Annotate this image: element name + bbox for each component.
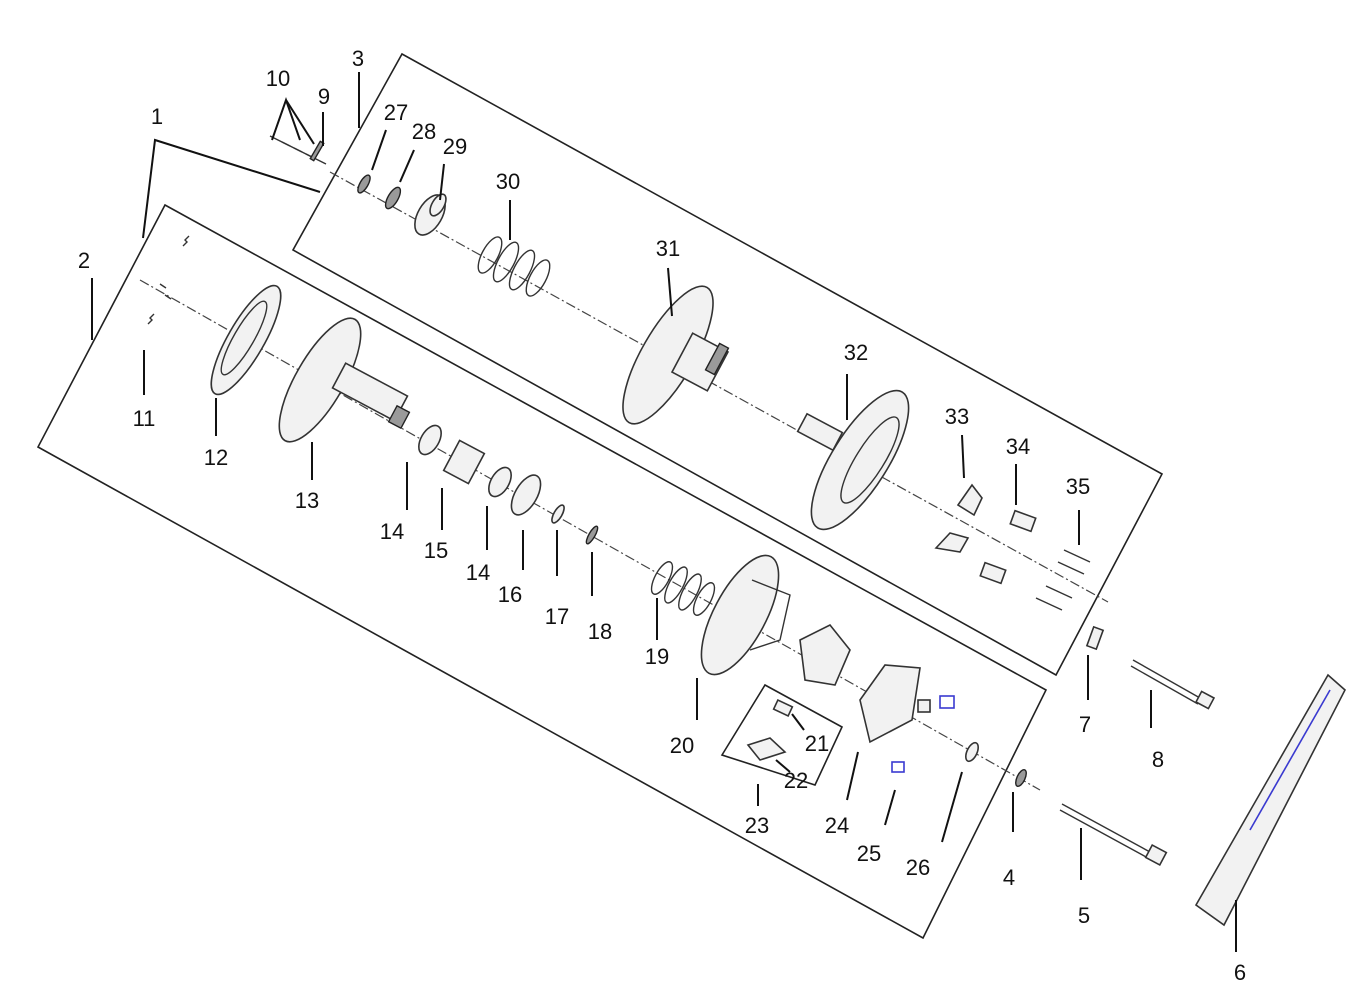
- callout-29: 29: [443, 134, 467, 159]
- slider-21: [772, 699, 794, 717]
- bolts-11: [147, 235, 190, 325]
- panel-assembly-2: [36, 203, 1048, 940]
- callout-14b: 14: [466, 560, 490, 585]
- callout-23: 23: [745, 813, 769, 838]
- sheave-13: [278, 317, 411, 443]
- callout-5: 5: [1078, 903, 1090, 928]
- shoe-22: [746, 737, 787, 761]
- blocks-34: [979, 509, 1037, 585]
- bolt-9: [309, 140, 325, 162]
- leader-lines: [91, 72, 1237, 952]
- axis-assembly-3: [329, 171, 1109, 603]
- callout-16: 16: [498, 582, 522, 607]
- callout-2: 2: [78, 248, 90, 273]
- spring-19: [650, 561, 716, 616]
- callout-3: 3: [352, 46, 364, 71]
- callout-24: 24: [825, 813, 849, 838]
- callout-15: 15: [424, 538, 448, 563]
- belt-6: [1194, 673, 1346, 927]
- callout-14a: 14: [380, 519, 404, 544]
- clip-18: [585, 525, 599, 545]
- callout-11: 11: [133, 406, 156, 431]
- callout-6: 6: [1234, 960, 1246, 985]
- leader-1: [142, 138, 321, 239]
- nut-26: [965, 741, 979, 763]
- callout-20: 20: [670, 733, 694, 758]
- callout-19: 19: [645, 644, 669, 669]
- spacer-7: [1085, 625, 1105, 651]
- callout-27: 27: [384, 100, 408, 125]
- bearing-14a: [418, 424, 442, 456]
- sheave-20: [700, 554, 791, 676]
- cover-12: [210, 284, 282, 396]
- buttons-25: [891, 761, 905, 773]
- washer-17: [551, 504, 565, 524]
- callout-18: 18: [588, 619, 612, 644]
- ring-28: [384, 186, 402, 210]
- callout-25: 25: [857, 841, 881, 866]
- pins-35: [1035, 549, 1091, 611]
- panel-assembly-3: [291, 52, 1164, 677]
- callout-9: 9: [318, 84, 330, 109]
- bushing-29: [414, 193, 447, 236]
- panel-subassembly-23: [720, 683, 844, 786]
- sheave-31: [622, 285, 730, 425]
- callout-12: 12: [204, 445, 228, 470]
- callout-34: 34: [1006, 434, 1030, 459]
- bushing-15: [442, 439, 486, 485]
- callout-13: 13: [295, 488, 319, 513]
- callout-31: 31: [656, 236, 680, 261]
- callout-21: 21: [805, 731, 829, 756]
- spring-30: [477, 236, 551, 297]
- callout-26: 26: [906, 855, 930, 880]
- callout-10: 10: [266, 66, 290, 91]
- callout-33: 33: [945, 404, 969, 429]
- buttons-25b: [939, 695, 955, 709]
- bushing-16: [510, 474, 542, 516]
- spider-24: [799, 623, 921, 744]
- bearing-14b: [488, 466, 512, 498]
- buttons-25c: [917, 699, 931, 713]
- weights-33: [934, 483, 983, 553]
- callout-28: 28: [412, 119, 436, 144]
- sheave-32: [796, 389, 910, 531]
- callout-32: 32: [844, 340, 868, 365]
- ring-27: [357, 174, 371, 194]
- callout-17: 17: [545, 604, 569, 629]
- callout-30: 30: [496, 169, 520, 194]
- callout-35: 35: [1066, 474, 1090, 499]
- washer-4: [1015, 768, 1027, 788]
- callout-8: 8: [1152, 747, 1164, 772]
- bolt-8: [1130, 659, 1216, 710]
- callout-7: 7: [1079, 712, 1091, 737]
- callout-22: 22: [784, 768, 808, 793]
- callout-4: 4: [1003, 865, 1015, 890]
- bolt-5: [1059, 803, 1168, 867]
- callout-1: 1: [151, 104, 163, 129]
